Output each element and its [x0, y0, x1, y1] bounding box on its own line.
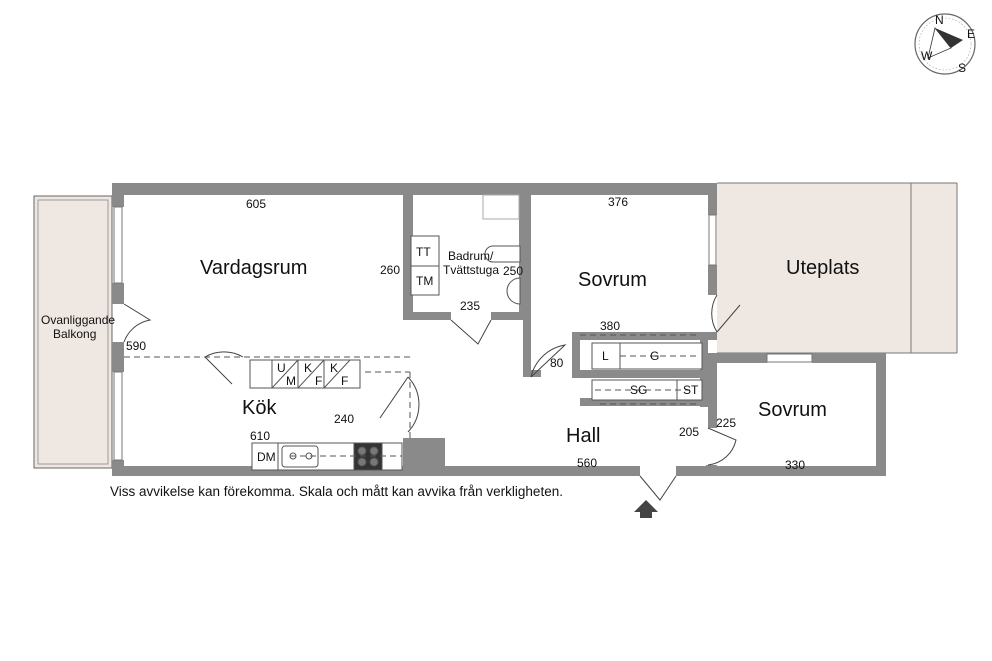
- room-label-sovrum-2: Sovrum: [758, 399, 827, 421]
- disclaimer-text: Viss avvikelse kan förekomma. Skala och …: [110, 484, 563, 499]
- bathroom-fixtures: [410, 194, 521, 305]
- compass-e: E: [967, 27, 975, 41]
- fixture-u: U: [277, 361, 286, 375]
- dim-sovrum2-depth: 225: [716, 416, 736, 430]
- dim-badrum-width: 235: [460, 299, 480, 313]
- dim-closet-width: 380: [600, 319, 620, 333]
- room-label-kok: Kök: [242, 397, 277, 419]
- compass-w: W: [921, 49, 933, 63]
- doors: [123, 294, 741, 501]
- fixture-k1: K: [304, 361, 312, 375]
- room-label-badrum-2: Tvättstuga: [443, 263, 499, 277]
- fixture-k2: K: [330, 361, 338, 375]
- dashed-lines: [124, 334, 700, 457]
- room-label-balkong-1: Ovanliggande: [41, 313, 115, 327]
- walls: [112, 183, 886, 476]
- dim-sovrum1-width: 376: [608, 195, 628, 209]
- dim-badrum-side: 250: [503, 264, 523, 278]
- fixture-st: ST: [683, 383, 699, 397]
- compass: N E S W: [914, 13, 976, 75]
- fixture-sg: SG: [630, 383, 647, 397]
- dim-hall-width: 560: [577, 456, 597, 470]
- room-label-uteplats: Uteplats: [786, 257, 859, 279]
- fixture-f1: F: [315, 374, 322, 388]
- dim-badrum-depth: 260: [380, 263, 400, 277]
- dim-vardagsrum-width: 605: [246, 197, 266, 211]
- fixture-tt: TT: [416, 245, 431, 259]
- fixture-l: L: [602, 349, 609, 363]
- compass-needle-icon: [935, 28, 963, 48]
- compass-s: S: [958, 61, 966, 75]
- entrance-arrow-icon: [634, 500, 658, 518]
- room-label-vardagsrum: Vardagsrum: [200, 257, 307, 279]
- dim-hall-passage: 205: [679, 425, 699, 439]
- room-label-badrum-1: Badrum/: [448, 249, 494, 263]
- fixture-tm: TM: [416, 274, 433, 288]
- dim-kok-depth: 240: [334, 412, 354, 426]
- room-label-sovrum-1: Sovrum: [578, 269, 647, 291]
- dim-kok-width: 610: [250, 429, 270, 443]
- windows: [113, 206, 813, 461]
- fixture-m: M: [286, 374, 296, 388]
- room-label-hall: Hall: [566, 425, 600, 447]
- balcony: [33, 195, 113, 469]
- room-label-balkong-2: Balkong: [53, 327, 96, 341]
- dim-hall-opening: 80: [550, 356, 564, 370]
- dim-sovrum2-width: 330: [785, 458, 805, 472]
- terrace: [717, 182, 958, 354]
- fixture-dm: DM: [257, 450, 276, 464]
- fixture-f2: F: [341, 374, 348, 388]
- fixture-g: G: [650, 349, 659, 363]
- dim-vardagsrum-depth: 590: [126, 339, 146, 353]
- compass-n: N: [935, 13, 944, 27]
- kitchen-fixtures: [249, 359, 403, 471]
